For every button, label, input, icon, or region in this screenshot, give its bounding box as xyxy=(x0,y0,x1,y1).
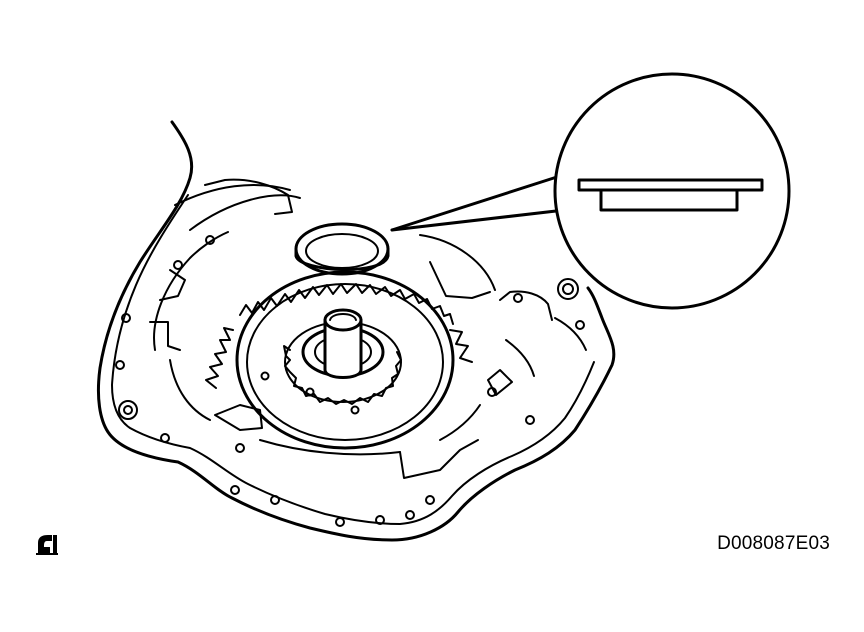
ring-gear xyxy=(205,270,473,450)
thrust-bearing-race xyxy=(294,222,390,276)
case-housing xyxy=(96,120,616,542)
figure-code: D008087E03 xyxy=(717,533,830,554)
bolt-holes xyxy=(115,235,585,527)
cross-section-callout xyxy=(553,72,791,310)
callout-leader xyxy=(390,174,562,232)
apply-grease-icon xyxy=(36,535,58,555)
input-shaft xyxy=(301,308,385,379)
race-body-section xyxy=(599,188,739,212)
